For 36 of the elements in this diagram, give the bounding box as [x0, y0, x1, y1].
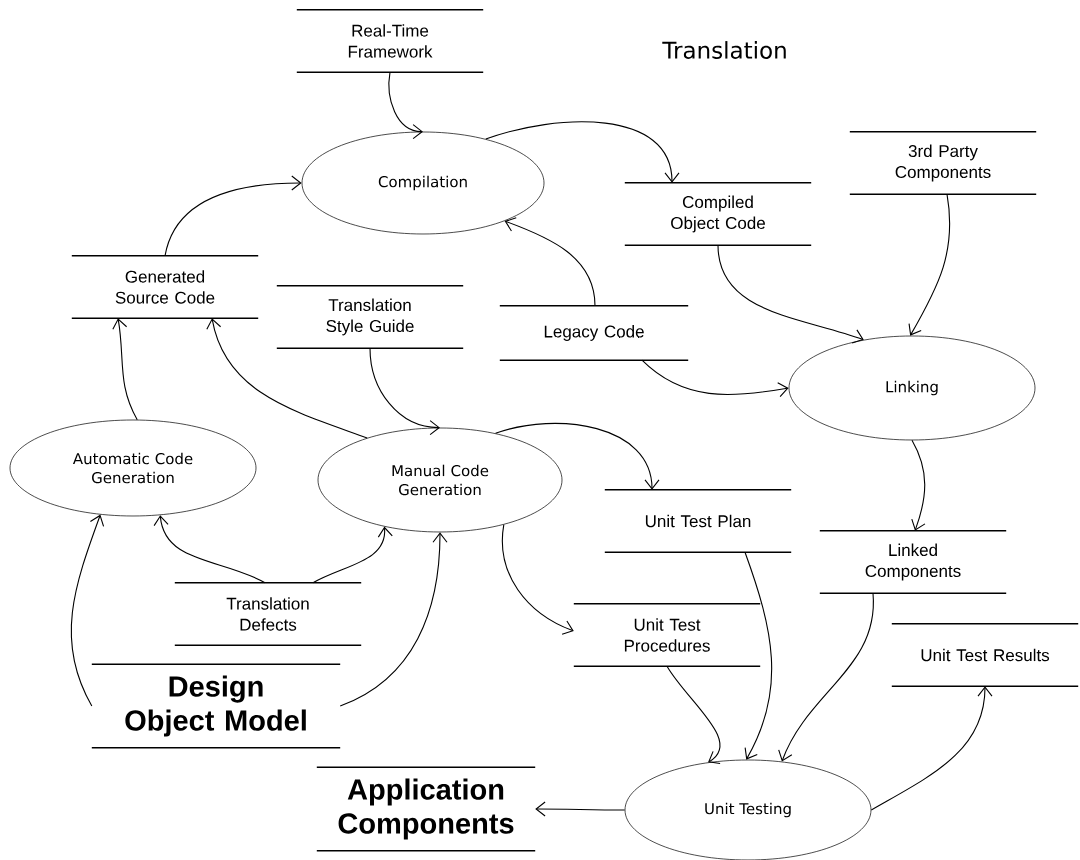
data-store: Translation Style Guide — [276, 285, 464, 349]
data-store: Unit Test Results — [891, 623, 1079, 687]
data-store: 3rd Party Components — [849, 131, 1037, 195]
data-store: Design Object Model — [91, 663, 341, 749]
arrow — [206, 318, 368, 439]
arrow — [501, 524, 574, 635]
data-store: Generated Source Code — [71, 255, 259, 319]
arrow — [504, 217, 596, 307]
arrow — [908, 193, 951, 336]
arrow — [164, 175, 302, 257]
arrow — [388, 71, 423, 140]
data-store: Unit Test Procedures — [573, 603, 761, 667]
arrow — [641, 359, 789, 398]
arrow — [485, 121, 680, 183]
arrow — [369, 347, 440, 436]
data-store: Real-Time Framework — [296, 9, 484, 73]
arrow — [153, 515, 266, 584]
arrow — [717, 244, 864, 344]
data-store: Linked Components — [819, 530, 1007, 594]
arrow — [112, 318, 138, 421]
arrow — [495, 423, 660, 490]
arrow — [744, 551, 773, 760]
arrow — [666, 665, 721, 764]
arrow — [339, 532, 448, 707]
arrow — [870, 686, 993, 811]
data-store: Translation Defects — [174, 582, 362, 646]
arrow — [535, 801, 626, 817]
arrow — [70, 514, 105, 707]
data-store: Legacy Code — [499, 305, 689, 361]
data-store: Compiled Object Code — [624, 182, 812, 246]
arrow — [911, 439, 926, 531]
data-store: Unit Test Plan — [604, 489, 792, 553]
arrow — [778, 592, 874, 762]
data-store: Application Components — [316, 766, 536, 852]
arrow — [312, 526, 393, 584]
title: Translation — [662, 41, 786, 59]
